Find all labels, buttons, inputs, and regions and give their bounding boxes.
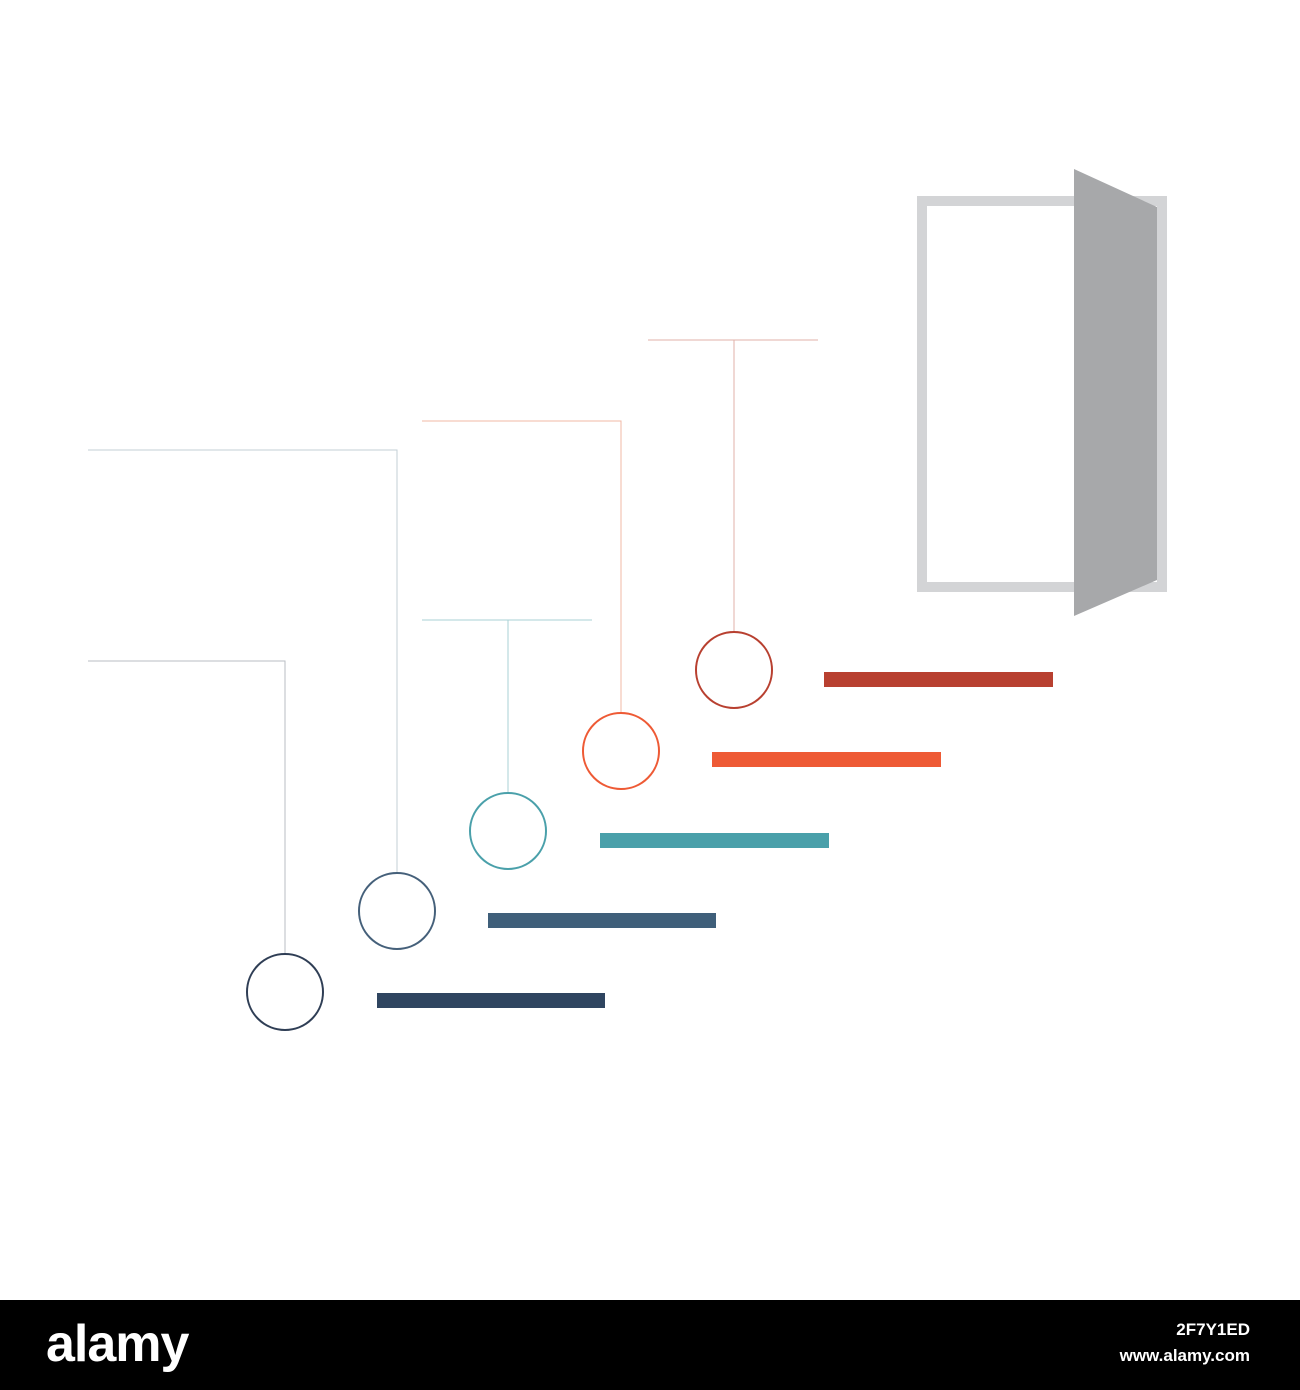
alamy-url[interactable]: www.alamy.com [1119,1346,1250,1365]
step-5-circle [695,631,773,709]
open-door-icon [917,169,1167,616]
stair-bars [377,672,1053,1008]
callout-lines [88,339,818,953]
callout-line-step-4 [422,420,622,712]
step-1-circle [246,953,324,1031]
step-3-circle [469,792,547,870]
stairs-infographic [88,169,1167,1031]
step-2-bar [488,913,716,928]
image-code: 2F7Y1ED [1176,1320,1250,1339]
footer-bar: alamy 2F7Y1ED www.alamy.com [0,1300,1300,1390]
alamy-logo[interactable]: alamy [46,1315,189,1373]
step-markers [246,631,773,1031]
step-5-bar [824,672,1053,687]
callout-line-step-5 [648,339,818,631]
door-frame [917,196,1167,592]
step-3-bar [600,833,829,848]
door-panel [1074,169,1157,616]
step-4-circle [582,712,660,790]
step-1-bar [377,993,605,1008]
step-2-circle [358,872,436,950]
callout-line-step-3 [422,619,592,792]
step-4-bar [712,752,941,767]
callout-line-step-1 [88,660,286,953]
callout-line-step-2 [88,449,398,872]
